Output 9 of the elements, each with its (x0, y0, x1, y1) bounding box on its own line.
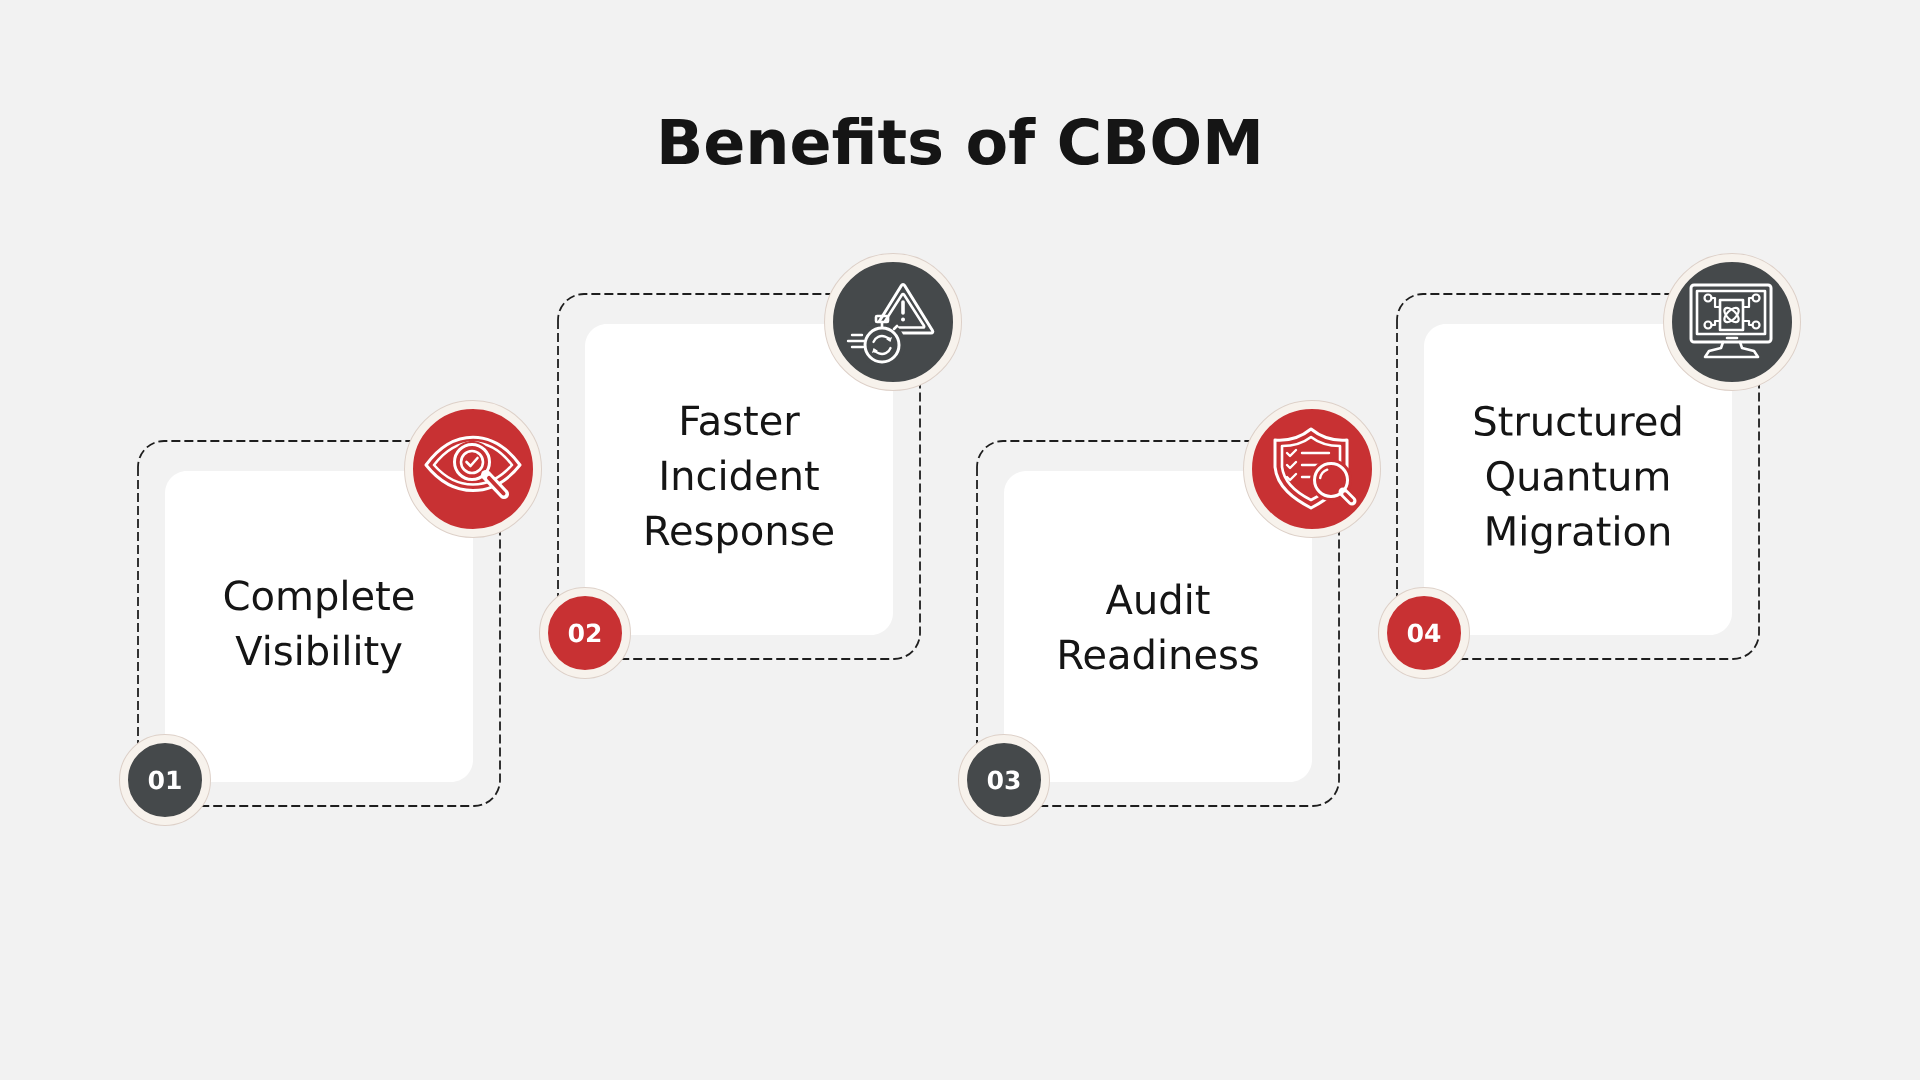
number-badge: 02 (539, 587, 631, 679)
icon-circle (1663, 253, 1801, 391)
number-badge: 03 (958, 734, 1050, 826)
icon-circle (1243, 400, 1381, 538)
icon-circle (404, 400, 542, 538)
number-badge: 01 (119, 734, 211, 826)
icon-circle (824, 253, 962, 391)
number-badge: 04 (1378, 587, 1470, 679)
title: Benefits of CBOM (661, 117, 1259, 165)
